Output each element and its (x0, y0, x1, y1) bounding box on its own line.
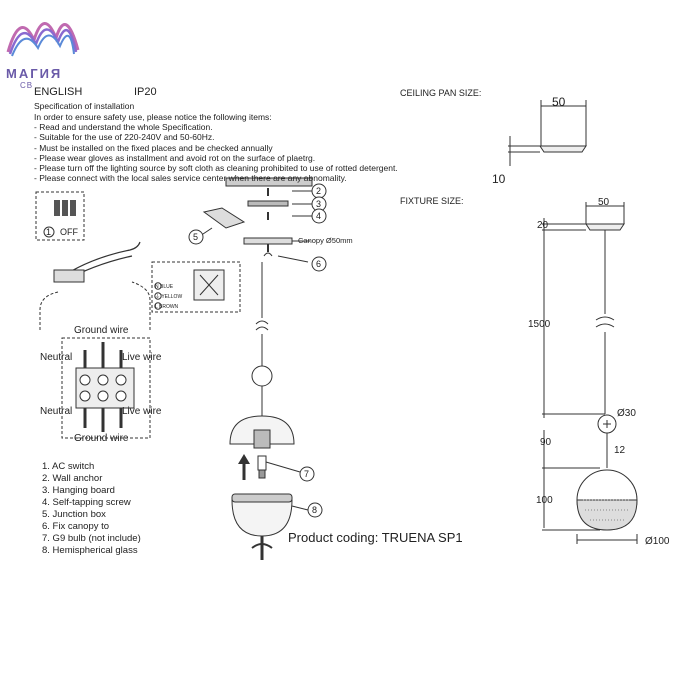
spec-list: In order to ensure safety use, please no… (34, 112, 398, 183)
ground-wire-bottom-label: Ground wire (74, 433, 129, 444)
fixture-top-width: 50 (598, 197, 610, 208)
switch-off-label: OFF (60, 227, 78, 237)
logo-text: МАГИЯ (6, 66, 63, 81)
wiring-inset (151, 261, 241, 313)
parts-item: 4. Self-tapping screw (42, 497, 131, 508)
ceiling-pan-drawing (508, 100, 587, 166)
wire-code: ⏚ (155, 294, 161, 300)
live-wire-bottom-label: Live wire (122, 406, 162, 417)
terminal-block (61, 337, 151, 439)
logo-subtext: СВ (20, 81, 34, 90)
callout-5: 5 (193, 232, 199, 242)
callout-8: 8 (312, 505, 318, 515)
neutral-bottom-label: Neutral (40, 406, 73, 417)
fixture-cable-length: 1500 (528, 319, 551, 330)
wire-color-legend: N BLUE ⏚ YELLOW L BROWN (155, 282, 182, 312)
callout-7: 7 (304, 469, 310, 479)
fixture-canopy-height: 20 (537, 220, 549, 231)
ceiling-pan-width: 50 (552, 95, 566, 109)
parts-item: 6. Fix canopy to (42, 521, 110, 532)
fixture-shade-height: 100 (536, 495, 553, 506)
language-label: ENGLISH (34, 86, 83, 98)
logo: МАГИЯ СВ (6, 66, 62, 90)
parts-item: 8. Hemispherical glass (42, 545, 138, 556)
spec-line: - Must be installed on the fixed places … (34, 142, 273, 153)
spec-line: - Read and understand the whole Specific… (34, 122, 213, 133)
parts-item: 1. AC switch (42, 461, 95, 472)
parts-item: 3. Hanging board (42, 485, 115, 496)
fixture-title: FIXTURE SIZE: (400, 196, 464, 206)
fixture-ball-diameter: Ø30 (617, 408, 636, 419)
ceiling-pan-height: 10 (492, 172, 506, 186)
callout-4: 4 (316, 211, 322, 221)
fixture-shade-diameter: Ø100 (645, 536, 670, 547)
product-coding: Product coding: TRUENA SP1 (288, 530, 463, 545)
wire-legend-item: ⏚ YELLOW (155, 292, 182, 302)
logo-mark (6, 22, 80, 57)
wire-code: N (155, 284, 159, 290)
canopy-label: Canopy Ø50mm (298, 236, 353, 245)
spec-line: - Suitable for the use of 220-240V and 5… (34, 132, 215, 143)
parts-item: 5. Junction box (42, 509, 106, 520)
wire-color: BLUE (160, 284, 174, 290)
wire-legend-item: N BLUE (155, 282, 182, 292)
ground-wire-top-label: Ground wire (74, 325, 129, 336)
ceiling-pan-title: CEILING PAN SIZE: (400, 88, 482, 98)
spec-line: In order to ensure safety use, please no… (34, 112, 272, 122)
neutral-top-label: Neutral (40, 352, 73, 363)
pendant-assembly (229, 262, 309, 560)
live-wire-top-label: Live wire (122, 352, 162, 363)
ceiling-mount-exploded (199, 177, 313, 263)
callout-6: 6 (316, 259, 322, 269)
callout-3: 3 (316, 199, 322, 209)
callout-2: 2 (316, 186, 322, 196)
parts-item: 7. G9 bulb (not include) (42, 533, 141, 544)
wire-connector-illustration (39, 241, 151, 330)
fixture-drawing (542, 202, 638, 544)
callout-circles (188, 183, 327, 518)
fixture-neck-length: 12 (614, 445, 626, 456)
spec-line: - Please connect with the local sales se… (34, 173, 347, 184)
wire-color: BROWN (159, 304, 179, 310)
wire-legend-item: L BROWN (155, 302, 182, 312)
fixture-upper-height: 90 (540, 437, 552, 448)
wire-code: L (155, 304, 158, 310)
spec-line: - Please turn off the lighting source by… (34, 163, 398, 174)
ac-switch-illustration (35, 191, 85, 241)
ip-rating: IP20 (134, 86, 157, 98)
switch-number: 1 (46, 227, 52, 237)
spec-line: - Please wear gloves as installment and … (34, 152, 316, 163)
wire-color: YELLOW (161, 294, 183, 300)
spec-title: Specification of installation (34, 101, 135, 111)
parts-list: 1. AC switch 2. Wall anchor 3. Hanging b… (42, 461, 141, 557)
parts-item: 2. Wall anchor (42, 473, 103, 484)
